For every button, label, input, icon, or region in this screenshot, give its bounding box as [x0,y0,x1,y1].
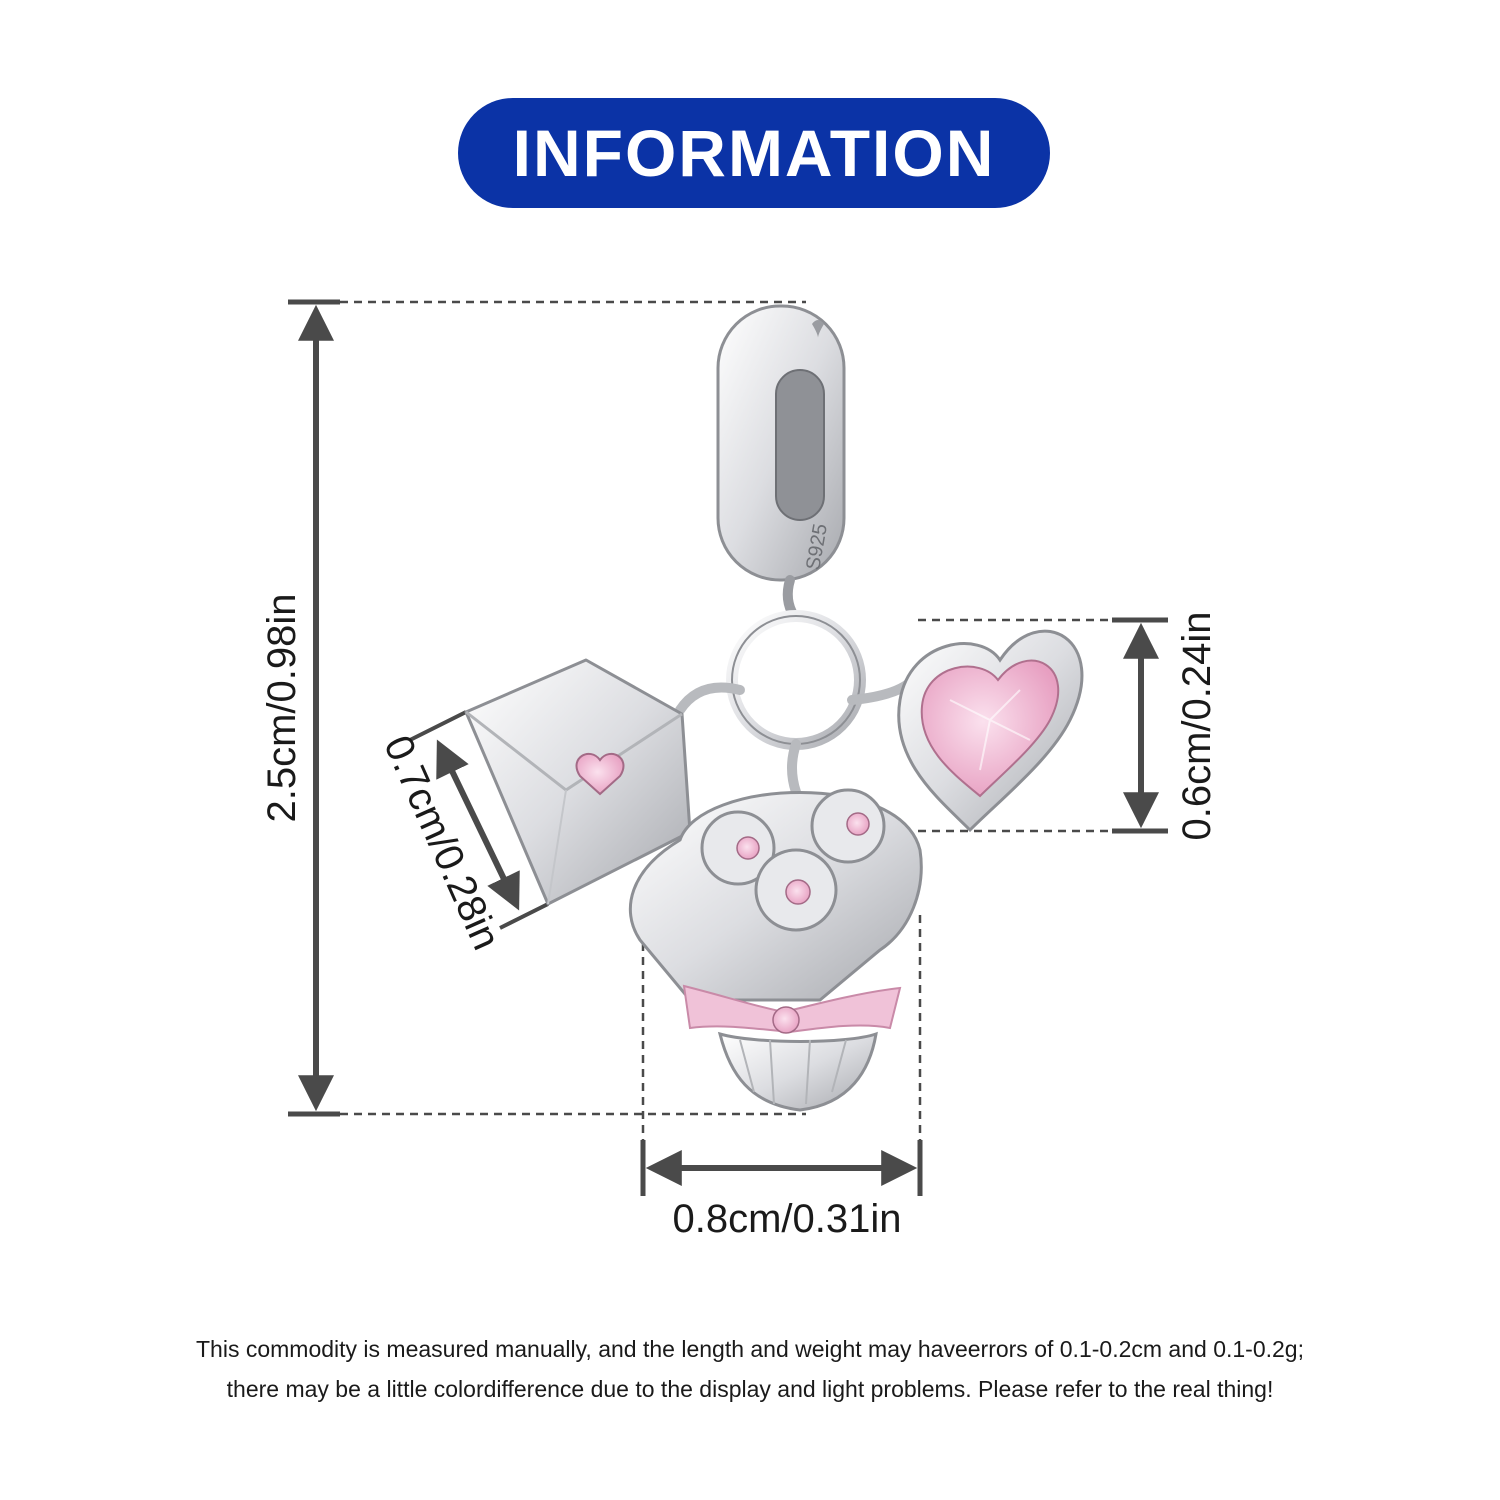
total-height-dimension: 2.5cm/0.98in [260,299,806,1117]
envelope-charm [464,658,692,906]
page-title: INFORMATION [512,116,996,190]
heart-height-label: 0.6cm/0.24in [1175,611,1219,840]
information-badge: INFORMATION [458,98,1050,208]
bouquet-width-dimension: 0.8cm/0.31in [640,915,923,1241]
total-height-label: 2.5cm/0.98in [260,593,304,822]
bouquet-width-label: 0.8cm/0.31in [672,1197,901,1241]
bail-ring: S925 [716,304,846,582]
heart-charm [897,629,1084,833]
heart-height-dimension: 0.6cm/0.24in [918,611,1219,841]
measurement-note: This commodity is measured manually, and… [196,1336,1304,1362]
charm-illustration: S925 [464,304,1084,1112]
bouquet-charm [628,788,923,1112]
color-note: there may be a little colordifference du… [226,1376,1274,1402]
